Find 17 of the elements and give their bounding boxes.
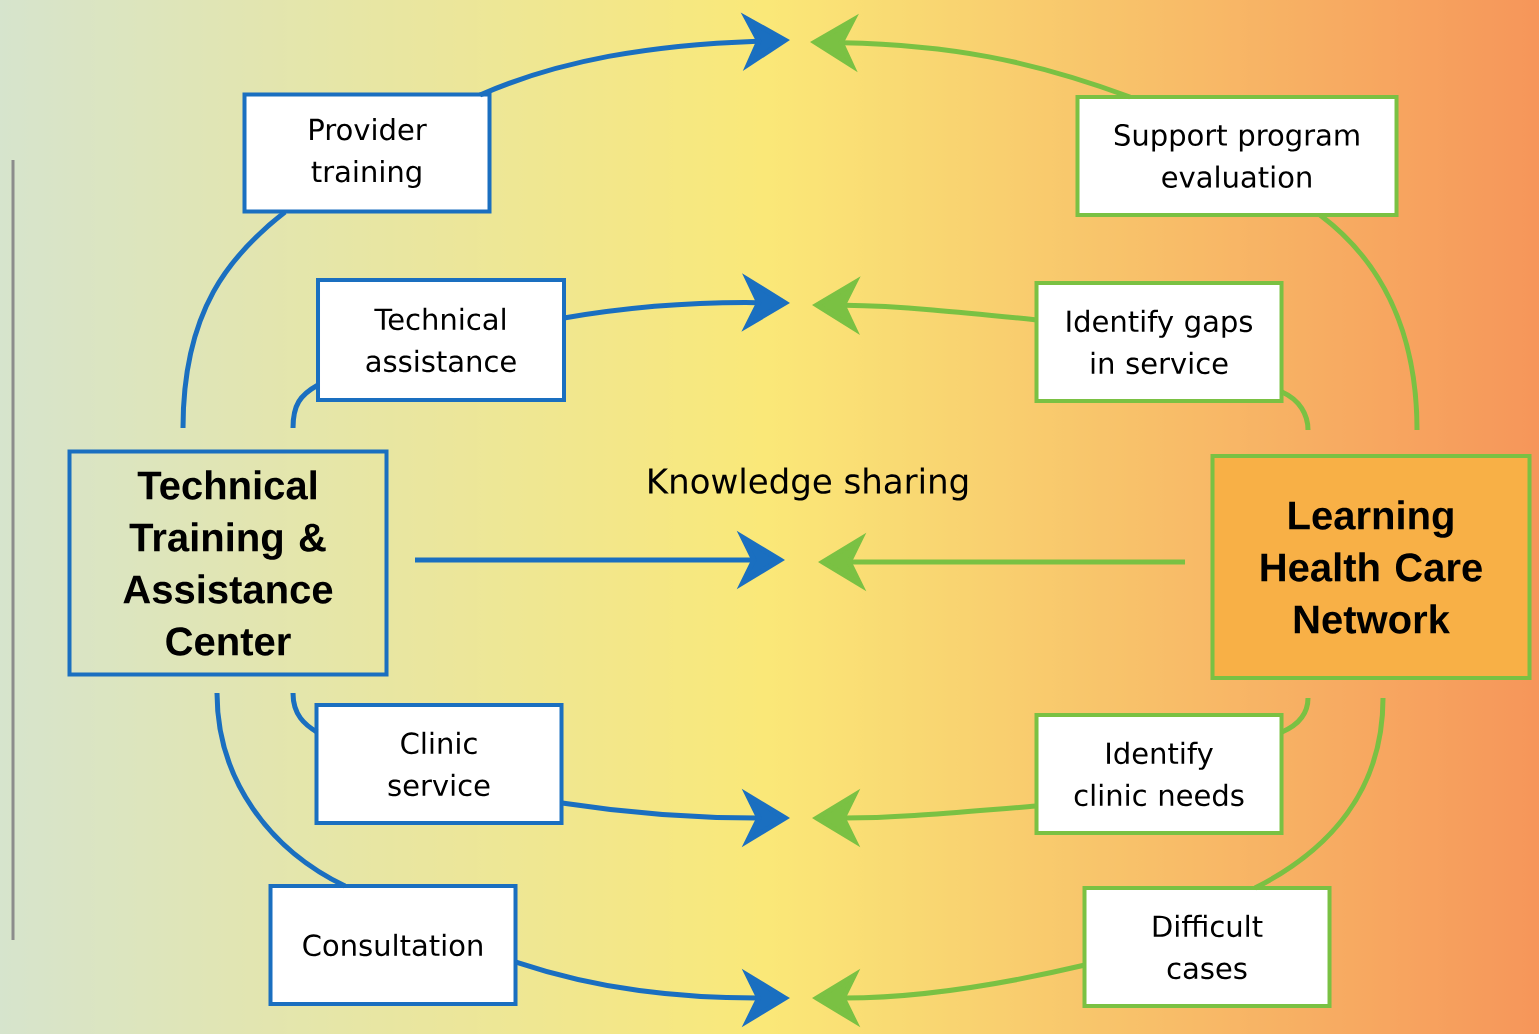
process-box: Provider training — [242, 92, 492, 214]
connector-line — [180, 210, 287, 429]
connector-line — [1253, 697, 1386, 891]
connector-line — [214, 692, 347, 889]
connector-line — [290, 692, 319, 735]
process-box: Clinic service — [314, 703, 564, 825]
hub-box: Technical Training & Assistance Center — [67, 449, 389, 677]
connector-line — [1280, 389, 1311, 431]
process-box: Support program evaluation — [1075, 95, 1399, 217]
process-box: Identify gaps in service — [1034, 281, 1284, 403]
process-box: Difficult cases — [1082, 886, 1332, 1008]
caption-text: Knowledge sharing — [649, 467, 968, 501]
process-box: Consultation — [268, 884, 518, 1006]
process-box: Technical assistance — [316, 278, 566, 402]
connector-line — [1280, 697, 1311, 735]
hub-box: Learning Health Care Network — [1210, 454, 1532, 680]
process-box: Identify clinic needs — [1034, 713, 1284, 835]
